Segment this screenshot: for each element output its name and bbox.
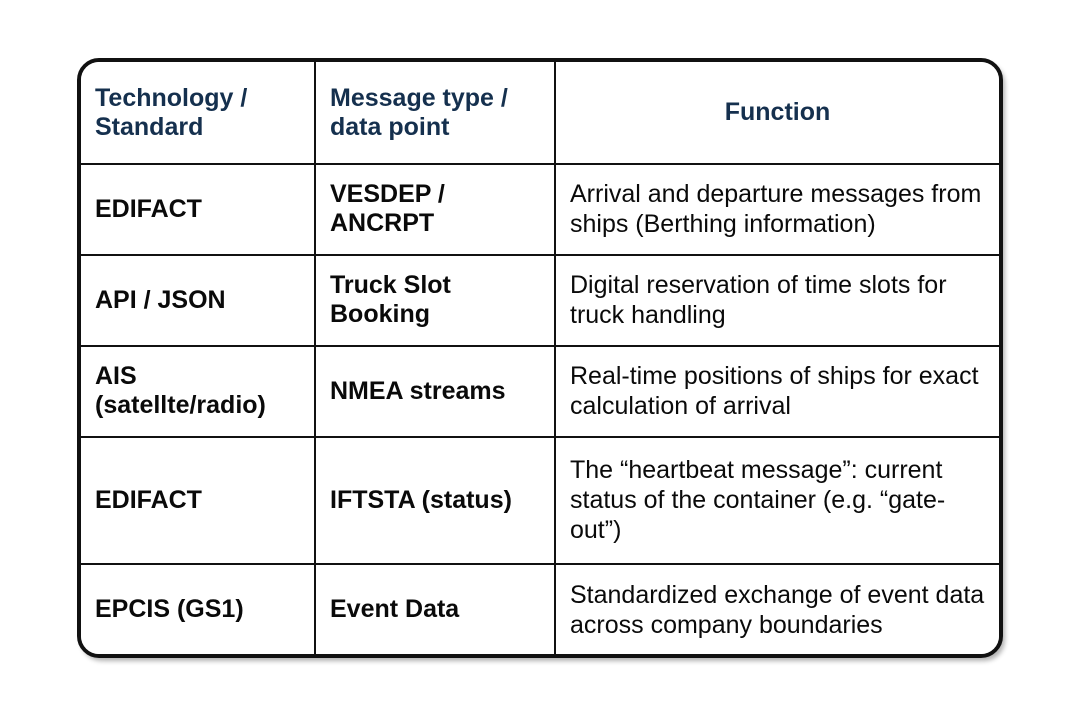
column-header-message-type: Message type /data point [314, 62, 556, 165]
cell-function: Digital reservation of time slots for tr… [554, 253, 999, 347]
cell-message-type: IFTSTA (status) [314, 435, 556, 566]
cell-technology: EPCIS (GS1) [81, 563, 316, 654]
technology-standards-table: Technology /Standard Message type /data … [81, 62, 999, 654]
table-header-row: Technology /Standard Message type /data … [81, 62, 999, 165]
cell-technology: EDIFACT [81, 435, 316, 566]
cell-function: Arrival and departure messages from ship… [554, 163, 999, 256]
cell-function: The “heartbeat message”: current status … [554, 435, 999, 566]
cell-technology: API / JSON [81, 253, 316, 347]
cell-message-type: VESDEP /ANCRPT [314, 163, 556, 256]
cell-message-type: NMEA streams [314, 344, 556, 438]
table-body: EDIFACT VESDEP /ANCRPT Arrival and depar… [81, 163, 999, 654]
column-header-function: Function [554, 62, 999, 165]
cell-function: Real-time positions of ships for exact c… [554, 344, 999, 438]
data-table-container: Technology /Standard Message type /data … [77, 58, 1003, 658]
table-row: EPCIS (GS1) Event Data Standardized exch… [81, 563, 999, 654]
column-header-technology: Technology /Standard [81, 62, 316, 165]
table-row: AIS(satellte/radio) NMEA streams Real-ti… [81, 344, 999, 438]
cell-message-type: Event Data [314, 563, 556, 654]
table-row: EDIFACT IFTSTA (status) The “heartbeat m… [81, 435, 999, 566]
table-row: EDIFACT VESDEP /ANCRPT Arrival and depar… [81, 163, 999, 256]
cell-function: Standardized exchange of event data acro… [554, 563, 999, 654]
table-header: Technology /Standard Message type /data … [81, 62, 999, 165]
cell-technology: EDIFACT [81, 163, 316, 256]
cell-technology: AIS(satellte/radio) [81, 344, 316, 438]
